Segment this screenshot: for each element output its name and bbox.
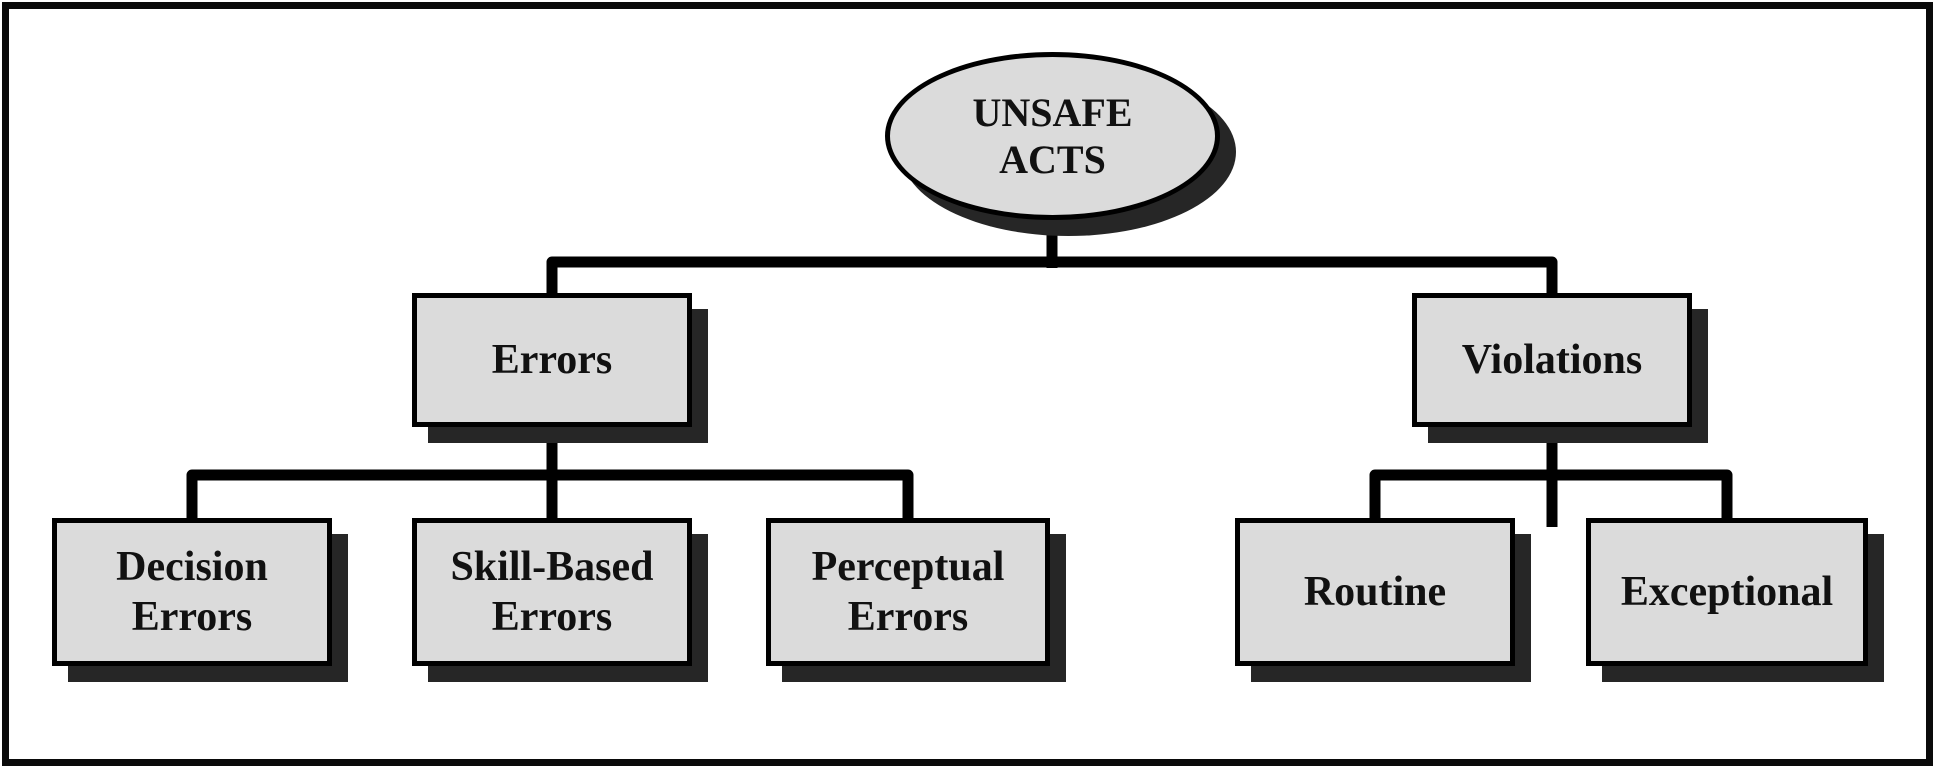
edge-violations-rail xyxy=(1369,469,1733,527)
node-errors: Errors xyxy=(412,293,692,427)
node-violations: Violations xyxy=(1412,293,1692,427)
node-skill-based-errors-label: Skill-Based Errors xyxy=(450,543,654,640)
node-routine: Routine xyxy=(1235,518,1515,666)
node-routine-label: Routine xyxy=(1303,568,1447,615)
node-exceptional-label: Exceptional xyxy=(1620,568,1834,615)
edge-level1-rail xyxy=(546,256,1558,300)
node-perceptual-errors-label: Perceptual Errors xyxy=(811,543,1005,640)
node-skill-based-errors: Skill-Based Errors xyxy=(412,518,692,666)
node-perceptual-errors: Perceptual Errors xyxy=(766,518,1050,666)
node-violations-label: Violations xyxy=(1461,336,1643,383)
node-exceptional: Exceptional xyxy=(1586,518,1868,666)
node-errors-label: Errors xyxy=(491,336,613,383)
node-decision-errors: Decision Errors xyxy=(52,518,332,666)
edge-errors-rail xyxy=(186,469,914,527)
node-decision-errors-label: Decision Errors xyxy=(116,543,268,640)
node-unsafe-acts: UNSAFE ACTS xyxy=(885,52,1220,220)
node-unsafe-acts-label: UNSAFE ACTS xyxy=(972,89,1133,182)
